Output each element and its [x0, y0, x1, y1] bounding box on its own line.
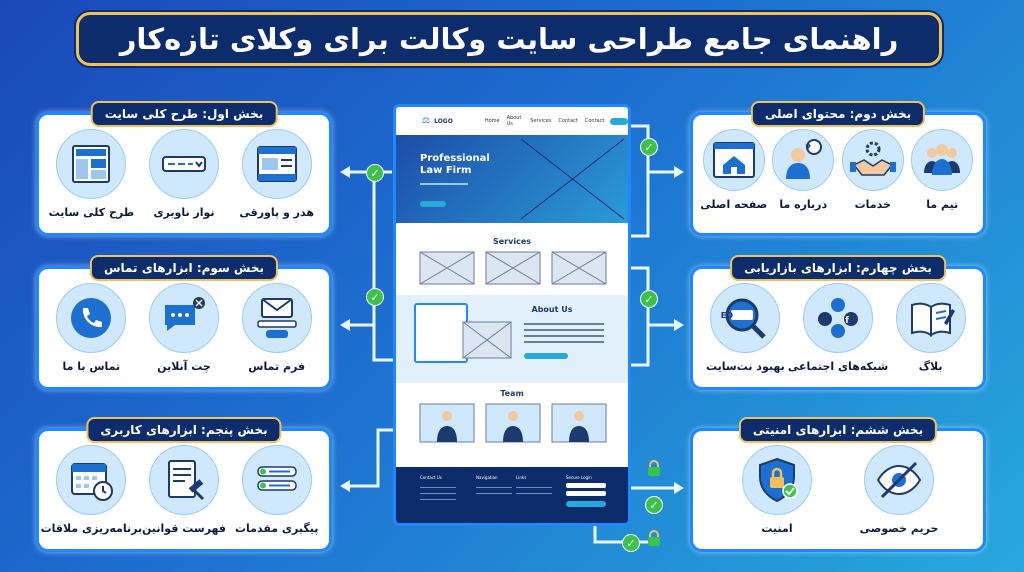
panel-heading: بخش دوم: محتوای اصلی	[750, 101, 926, 127]
item-law-list: فهرست قوانین	[140, 445, 228, 543]
item-meeting-schedule: برنامه‌ریزی ملاقات	[41, 445, 142, 543]
services-placeholders	[419, 251, 607, 285]
item-case-tracking: پیگیری مقدمات	[233, 445, 321, 543]
panel-heading: بخش سوم: ابزارهای تماس	[89, 255, 279, 281]
mockup-footer: Contact Us Navigation Links Secure Login	[396, 467, 628, 523]
mockup-hero-button	[420, 201, 446, 207]
law-list-icon	[168, 460, 205, 501]
item-team: تیم ما	[908, 129, 976, 227]
chat-icon	[165, 297, 206, 331]
checkmark-icon: ✓	[622, 534, 640, 552]
seo-icon: SEO	[720, 298, 767, 339]
checkmark-icon: ✓	[366, 164, 384, 182]
panel-marketing-tools: بخش چهارم: ابزارهای بازاریابی بلاگ f شبک…	[690, 255, 986, 390]
panel-user-tools: بخش پنجم: ابزارهای کاربری پیگیری مقدمات …	[36, 417, 332, 552]
item-social-networks: f شبکه‌های اجتماعی	[788, 283, 888, 381]
mockup-nav-item: Contact	[584, 118, 605, 124]
mockup-hero-line	[420, 183, 468, 185]
lock-icon	[648, 530, 660, 546]
team-icon	[924, 144, 961, 175]
mockup-header: ⚖ LOGO Home About Us Services Contact Co…	[396, 107, 628, 135]
header-footer-icon	[256, 146, 297, 182]
team-member-cards	[419, 403, 607, 443]
footer-text-lines	[420, 487, 456, 488]
privacy-eye-icon	[876, 461, 922, 499]
item-blog: بلاگ	[887, 283, 975, 381]
mockup-nav-item: About Us	[506, 115, 522, 127]
checkmark-icon: ✓	[366, 288, 384, 306]
panel-heading: بخش چهارم: ابزارهای بازاریابی	[730, 255, 946, 281]
item-online-chat: چت آنلاین	[140, 283, 228, 381]
item-about: ? درباره ما	[769, 129, 837, 227]
item-seo: SEO بهبود نت‌سایت	[701, 283, 789, 381]
home-page-icon	[712, 142, 755, 178]
checkmark-icon: ✓	[640, 290, 658, 308]
panel-site-layout: بخش اول: طرح کلی سایت هدر و پاورقی نوار …	[36, 101, 332, 236]
title-banner: راهنمای جامع طراحی سایت وکالت برای وکلای…	[76, 12, 942, 66]
checkmark-icon: ✓	[640, 138, 658, 156]
handshake-icon	[849, 141, 896, 176]
phone-icon	[71, 298, 112, 338]
item-contact-form: فرم تماس	[233, 283, 321, 381]
website-mockup: ⚖ LOGO Home About Us Services Contact Co…	[393, 104, 631, 526]
calendar-icon	[71, 463, 114, 501]
svg-text:SEO: SEO	[720, 311, 733, 320]
panel-contact-tools: بخش سوم: ابزارهای تماس فرم تماس چت آنلای…	[36, 255, 332, 390]
social-icon: f	[818, 298, 859, 338]
svg-text:f: f	[845, 316, 849, 326]
item-home-page: صفحه اصلی	[700, 129, 768, 227]
panel-main-content: بخش دوم: محتوای اصلی تیم ما خدمات ? دربا…	[690, 101, 986, 236]
about-button-mock	[524, 353, 568, 359]
mockup-hero-title: Professional Law Firm	[420, 153, 490, 176]
about-form-mock	[414, 303, 468, 363]
mockup-logo: LOGO	[434, 117, 453, 125]
item-call-us: تماس با ما	[47, 283, 135, 381]
item-navbar: نوار ناوبری	[140, 129, 228, 227]
panel-heading: بخش ششم: ابزارهای امنیتی	[738, 417, 938, 443]
shield-lock-icon	[759, 457, 798, 503]
login-button-mock	[566, 501, 606, 507]
layout-grid-icon	[72, 145, 111, 183]
svg-text:?: ?	[805, 143, 811, 154]
item-services: خدمات	[839, 129, 907, 227]
blog-book-icon	[910, 302, 955, 337]
item-security: امنیت	[733, 445, 821, 543]
about-text-lines	[524, 323, 604, 325]
navbar-icon	[162, 156, 207, 172]
checkmark-icon: ✓	[645, 496, 663, 514]
scale-logo-icon: ⚖	[422, 116, 431, 126]
hero-wireframe-x	[520, 138, 625, 220]
lock-icon	[648, 460, 660, 476]
mockup-team-section: Team	[396, 383, 628, 453]
item-header-footer: هدر و پاورقی	[233, 129, 321, 227]
mockup-nav-item: Contact	[558, 118, 578, 124]
panel-security-tools: بخش ششم: ابزارهای امنیتی حریم خصوصی امنی…	[690, 417, 986, 552]
about-person-icon: ?	[786, 139, 823, 179]
login-field-mock	[566, 483, 606, 488]
tracking-icon	[256, 466, 297, 491]
mockup-nav-item: Home	[484, 118, 500, 124]
panel-heading: بخش پنجم: ابزارهای کاربری	[86, 417, 282, 443]
mockup-services-section: Services	[396, 223, 628, 295]
mockup-cta-button	[610, 117, 628, 125]
contact-form-icon	[256, 298, 297, 338]
mockup-hero: Professional Law Firm	[396, 135, 628, 223]
item-layout: طرح کلی سایت	[47, 129, 135, 227]
panel-heading: بخش اول: طرح کلی سایت	[90, 101, 278, 127]
mockup-nav-item: Services	[530, 118, 552, 124]
page-title: راهنمای جامع طراحی سایت وکالت برای وکلای…	[119, 22, 899, 56]
mockup-about-section: About Us	[396, 295, 628, 383]
about-image-placeholder	[462, 321, 512, 359]
item-privacy: حریم خصوصی	[855, 445, 943, 543]
